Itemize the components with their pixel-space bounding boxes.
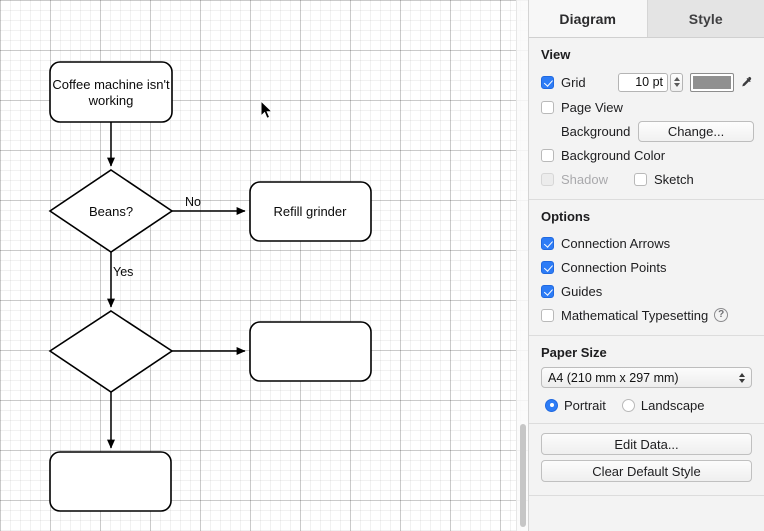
mathematical-typesetting-label: Mathematical Typesetting [561,307,709,323]
row-background-color: Background Color [529,143,764,167]
inspector-panel: Diagram Style View Grid 10 pt [528,0,764,531]
canvas-scrollbar-thumb[interactable] [520,424,526,527]
row-shadow-sketch: Shadow Sketch [529,167,764,191]
grid-color-swatch[interactable] [690,72,734,92]
inspector-tab-bar: Diagram Style [529,0,764,38]
change-background-button[interactable]: Change... [638,120,754,142]
section-options: Options Connection Arrows Connection Poi… [529,200,764,336]
shadow-label: Shadow [561,171,608,187]
guides-label: Guides [561,283,603,299]
node-label-start-line2: working [88,93,134,108]
guides-checkbox[interactable] [541,284,554,298]
edit-data-button[interactable]: Edit Data... [541,433,752,455]
sketch-label: Sketch [653,171,694,187]
node-empty-decision[interactable] [48,310,174,393]
inspector-body: View Grid 10 pt [529,38,764,531]
node-label-start-line1: Coffee machine isn't [52,77,170,92]
node-coffee-machine-isnt-working[interactable]: Coffee machine isn't working [49,61,173,123]
paper-size-value: A4 (210 mm x 297 mm) [548,370,679,385]
mathematical-typesetting-checkbox[interactable] [541,308,554,322]
canvas-vertical-scrollbar[interactable] [516,0,528,531]
eyedropper-icon[interactable] [738,73,754,92]
row-background: Background Change... [529,119,764,143]
connection-arrows-checkbox[interactable] [541,236,554,250]
edge-label-yes: Yes [113,265,133,279]
paper-size-select[interactable]: A4 (210 mm x 297 mm) [541,367,752,388]
portrait-label: Portrait [564,397,606,413]
section-paper-size: Paper Size A4 (210 mm x 297 mm) Portrait… [529,336,764,424]
edge-beans-to-refill[interactable]: No [172,195,246,215]
row-orientation: Portrait Landscape [529,388,764,415]
grid-label: Grid [561,74,586,90]
clear-default-style-button[interactable]: Clear Default Style [541,460,752,482]
help-icon[interactable]: ? [714,308,729,322]
section-title-view: View [541,47,571,62]
node-label-beans: Beans? [89,204,133,219]
edge-beans-to-decision2[interactable]: Yes [107,252,133,308]
tab-style[interactable]: Style [646,0,764,37]
section-empty-bottom [529,496,764,513]
connection-points-label: Connection Points [561,259,667,275]
tab-diagram[interactable]: Diagram [529,0,647,37]
diagram-canvas[interactable]: No Yes Coffee machine isn't working [0,0,528,531]
landscape-radio[interactable] [621,398,635,412]
diagram-svg: No Yes Coffee machine isn't working [48,61,372,512]
page-view-label: Page View [561,99,623,115]
edge-label-no: No [185,195,201,209]
connection-arrows-label: Connection Arrows [561,235,671,251]
background-color-label: Background Color [561,147,666,163]
row-connection-arrows: Connection Arrows [529,231,764,255]
background-label: Background [561,123,631,139]
node-refill-grinder[interactable]: Refill grinder [249,181,372,242]
grid-checkbox[interactable] [541,75,554,89]
chevron-updown-icon [739,372,745,383]
background-color-checkbox[interactable] [541,148,554,162]
node-beans-decision[interactable]: Beans? [48,169,174,253]
sketch-checkbox[interactable] [633,172,647,186]
row-connection-points: Connection Points [529,255,764,279]
grid-size-input[interactable]: 10 pt [618,72,668,92]
section-actions: Edit Data... Clear Default Style [529,424,764,496]
section-title-options: Options [541,209,591,224]
node-empty-box-bottom[interactable] [49,451,172,512]
row-mathematical-typesetting: Mathematical Typesetting ? [529,303,764,327]
connection-points-checkbox[interactable] [541,260,554,274]
row-guides: Guides [529,279,764,303]
grid-size-stepper[interactable] [670,72,683,92]
section-title-paper-size: Paper Size [541,345,607,360]
landscape-label: Landscape [640,397,705,413]
page-view-checkbox[interactable] [541,100,554,114]
node-label-refill-grinder: Refill grinder [274,204,348,219]
section-view: View Grid 10 pt [529,38,764,200]
shadow-checkbox[interactable] [541,172,554,186]
row-page-view: Page View [529,95,764,119]
portrait-radio[interactable] [545,398,558,412]
row-grid: Grid 10 pt [529,69,764,95]
node-empty-box-right[interactable] [249,321,372,382]
